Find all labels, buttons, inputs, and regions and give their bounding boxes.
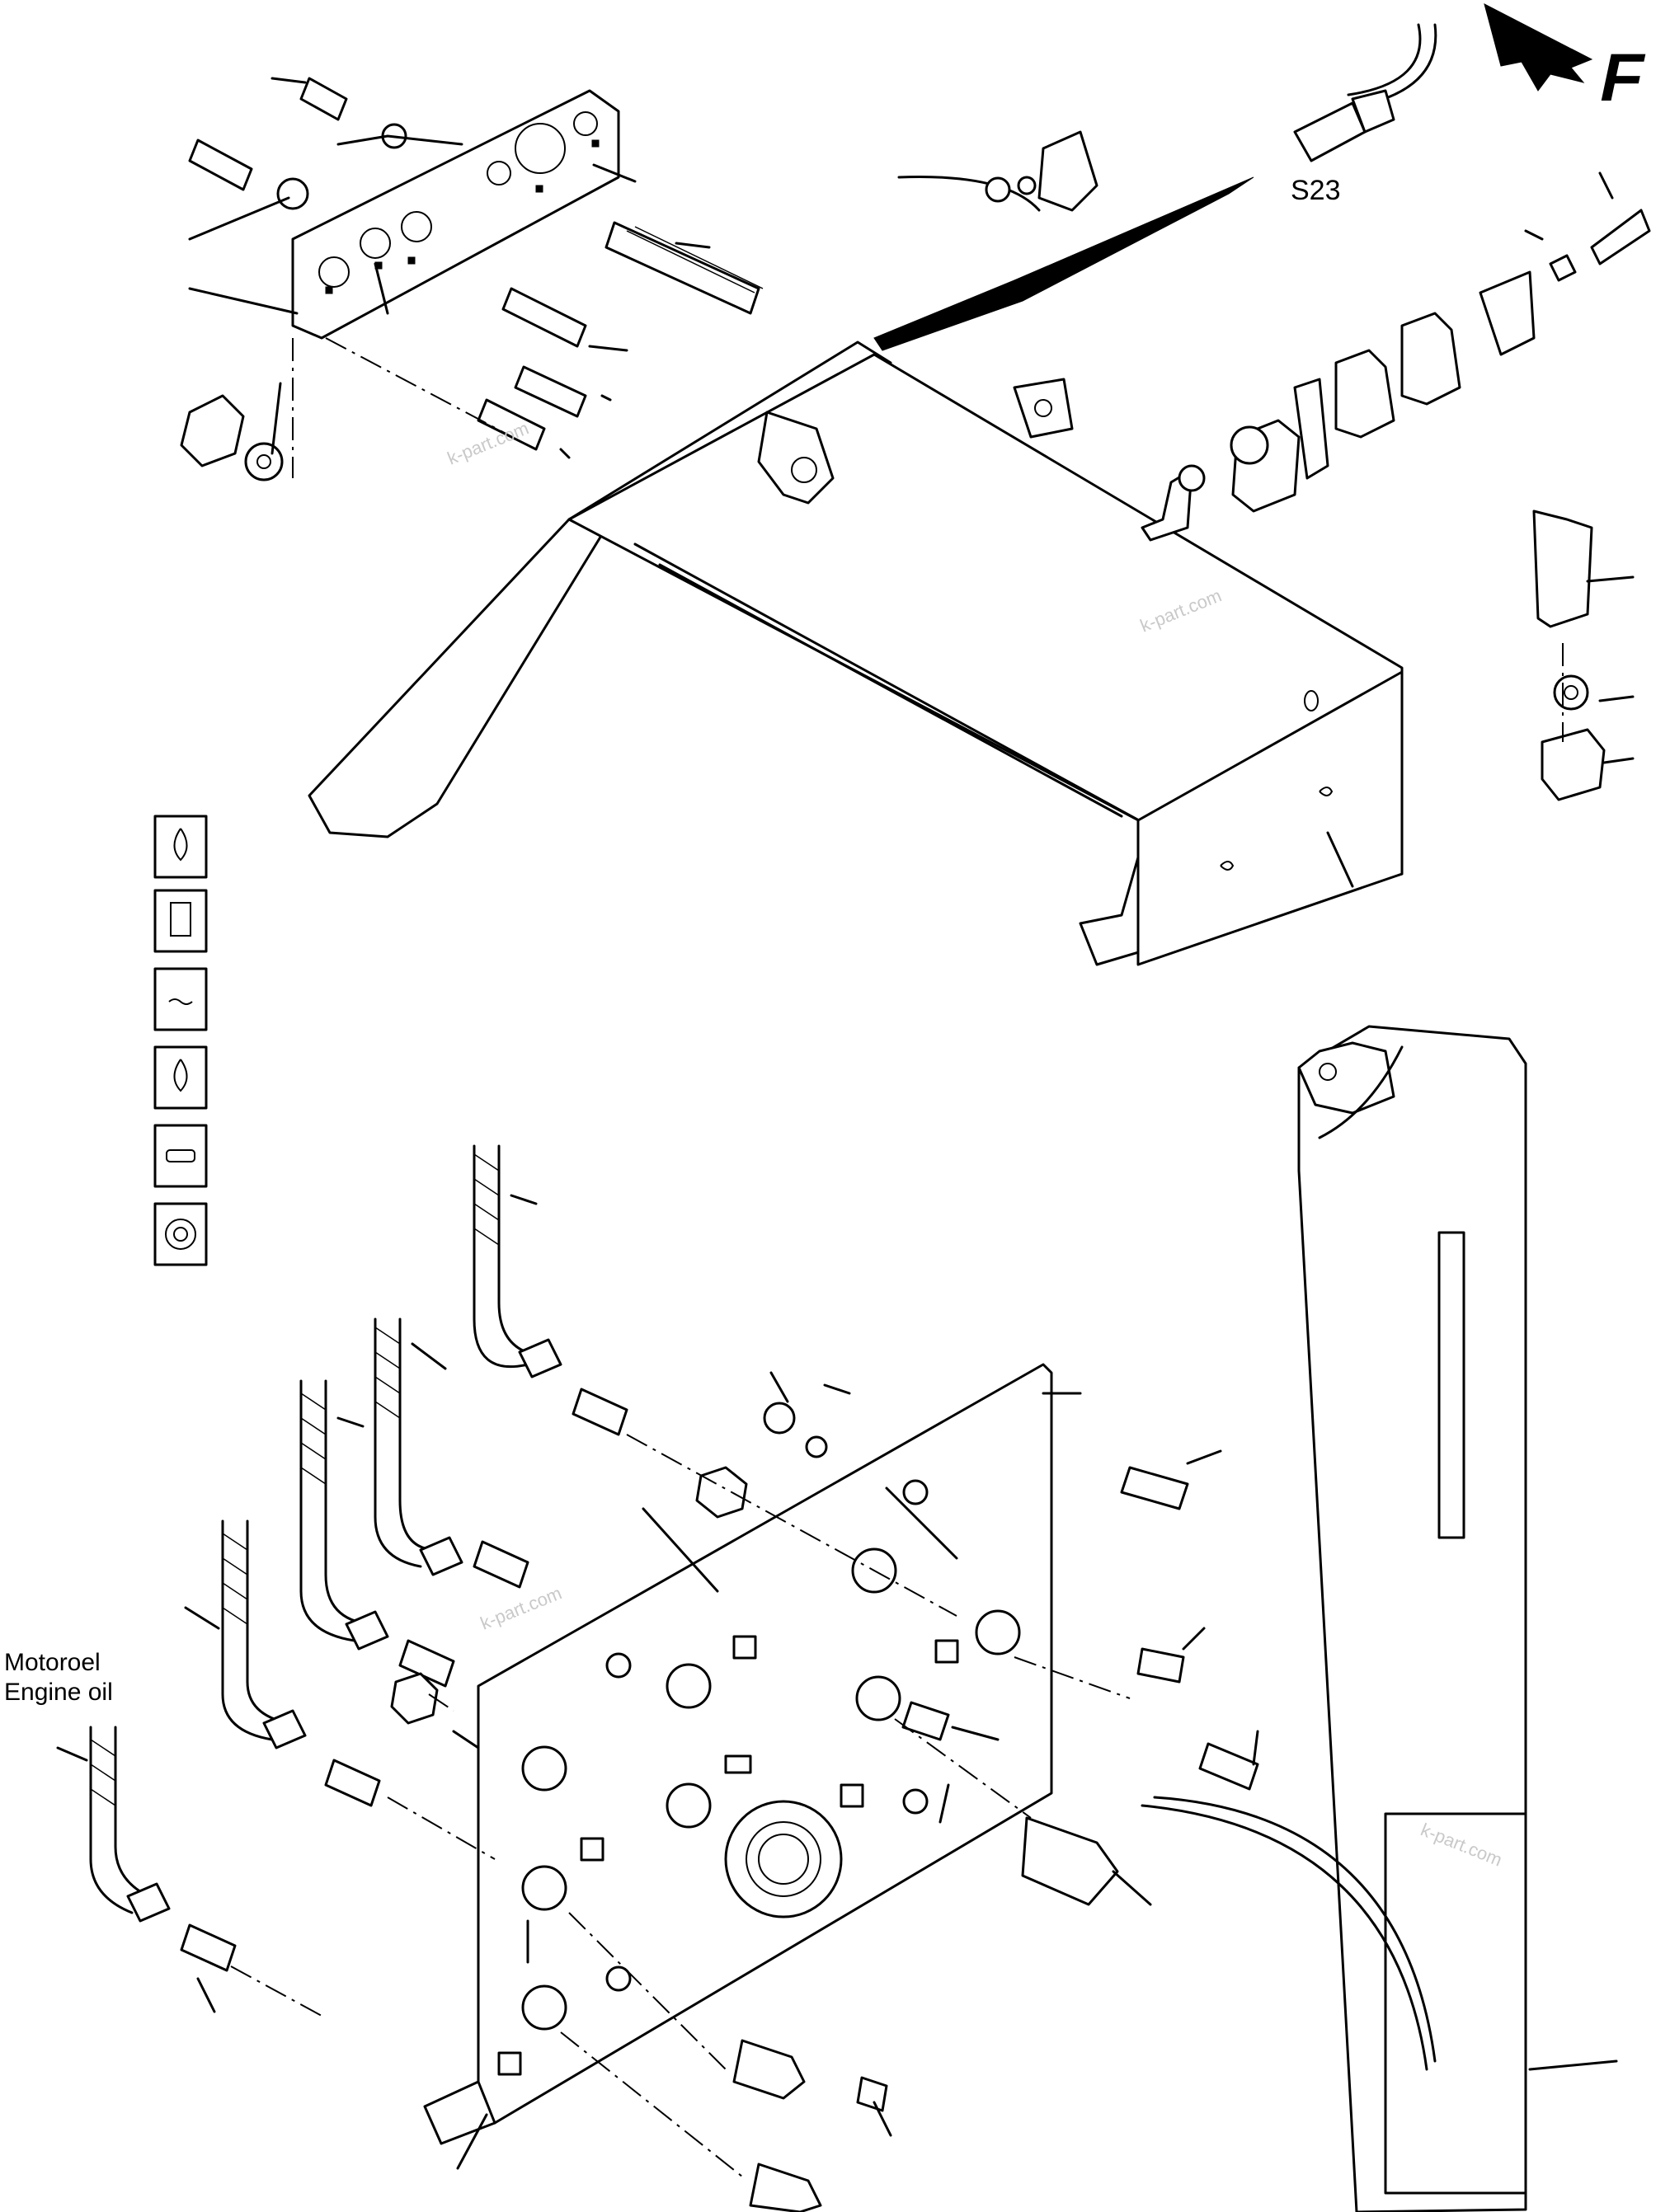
fuel-icon — [153, 889, 208, 953]
clamp-assembly — [897, 23, 1651, 801]
symbol-column — [153, 815, 208, 1266]
side-panel — [1141, 1025, 1618, 2212]
sensor-label: S23 — [1291, 175, 1341, 206]
lower-leader-lines — [56, 1194, 1259, 2177]
top-fittings — [180, 77, 764, 481]
support-frame — [308, 176, 1404, 966]
filter-icon — [153, 1124, 208, 1188]
hoses — [89, 1144, 562, 1923]
oil-pressure-icon — [153, 815, 208, 879]
coolant-icon — [153, 967, 208, 1031]
engine-oil-label-en: Engine oil — [4, 1679, 113, 1706]
direction-arrow — [1484, 3, 1593, 92]
upper-connection-plate — [291, 89, 620, 340]
lower-connection-plate — [423, 1363, 1053, 2145]
engine-oil-label-de: Motoroel — [4, 1649, 101, 1676]
lower-fittings — [180, 1388, 1259, 2212]
top-leader-lines — [188, 77, 711, 478]
gear-icon — [153, 1202, 208, 1266]
hydraulic-oil-icon — [153, 1045, 208, 1110]
